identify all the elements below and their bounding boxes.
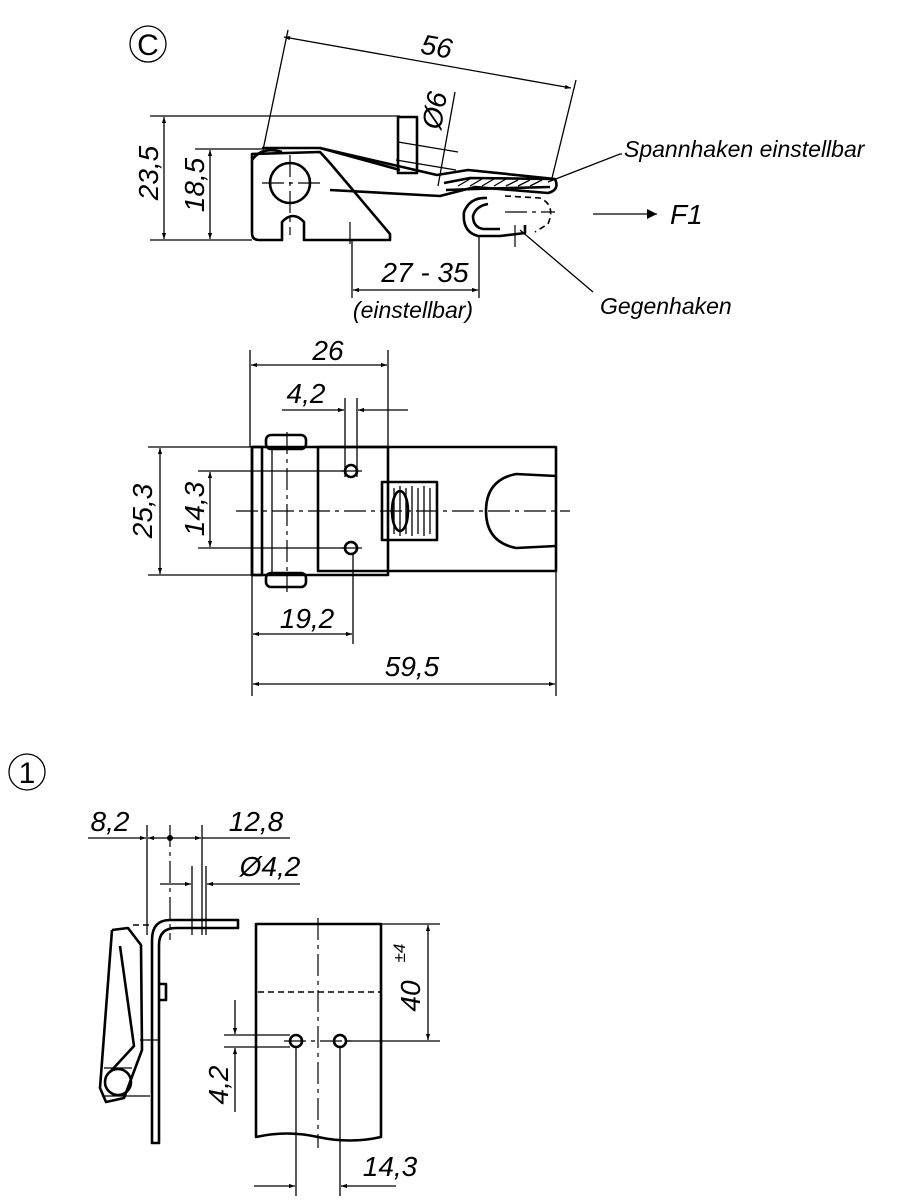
- view-1-marker: 1: [19, 757, 36, 790]
- dim-56-line: [283, 35, 572, 90]
- view-c-side: C 56 Ø6 23,5: [129, 25, 866, 323]
- top-hinge-ear-top: [264, 433, 308, 451]
- dim-d6-ext-b: [395, 159, 457, 171]
- dim-4-2-text: 4,2: [287, 378, 326, 409]
- view-1-counter-hook: 1 8,2 12,8 Ø4,2 40: [8, 753, 440, 1196]
- view1-hinge: [103, 1067, 133, 1097]
- dim-40-text: 40: [395, 980, 426, 1012]
- dim-23-5-text: 23,5: [133, 145, 164, 201]
- dim-25-3-text: 25,3: [127, 483, 158, 539]
- view1-lever-body: [109, 945, 136, 1073]
- hinge-head: [250, 148, 283, 161]
- label-gegenhaken: Gegenhaken: [600, 293, 732, 319]
- counter-hook-hidden: [504, 195, 552, 233]
- dim-14-3-text: 14,3: [179, 481, 210, 536]
- dim-56-ext-right: [551, 79, 577, 179]
- dim-d6-leader: [437, 91, 456, 187]
- lever-outline: [262, 146, 558, 198]
- lever-top: [319, 146, 401, 172]
- view1-hinge-lines: [104, 1067, 150, 1097]
- view1-lever-side: [98, 926, 144, 1104]
- dim-8-2-text: 8,2: [91, 806, 130, 837]
- label-spannhaken: Spannhaken einstellbar: [624, 136, 866, 162]
- top-lever-grip: [484, 472, 557, 550]
- dim-12-8-text: 12,8: [229, 806, 284, 837]
- leader-gegenhaken: [519, 229, 594, 293]
- dim-40-tolerance: ±4: [390, 944, 409, 963]
- counter-hook: [462, 196, 527, 238]
- view-c-marker: C: [137, 29, 159, 62]
- dim-18-5-text: 18,5: [179, 157, 210, 212]
- view-1-marker-circle: [8, 753, 46, 791]
- dim-27-35-text: 27 - 35: [380, 257, 469, 288]
- dim-d6-ext-a: [397, 141, 459, 153]
- dim-56-text: 56: [419, 29, 455, 65]
- leader-spannhaken: [547, 153, 622, 183]
- dim-8-2-dot: [167, 835, 173, 841]
- label-force-f1: F1: [670, 199, 703, 230]
- dim-4-2v-text: 4,2: [203, 1065, 234, 1104]
- dim-59-5-text: 59,5: [385, 651, 440, 682]
- dim-26-text: 26: [311, 335, 344, 366]
- view1-bracket: [150, 918, 240, 1145]
- dim-d6-text: Ø6: [416, 89, 453, 133]
- view-c-marker-circle: [129, 25, 167, 63]
- clamp-hook: [443, 176, 554, 192]
- view1-bracket-tab: [159, 982, 168, 1002]
- dim-56-ext-left: [262, 29, 289, 151]
- view-top: 26 4,2 25,3 14,3 19,2 59,5: [127, 335, 570, 696]
- note-adjustable: (einstellbar): [353, 297, 473, 323]
- dim-d4-2-text: Ø4,2: [239, 851, 301, 882]
- top-hinge-ear-bottom: [264, 571, 308, 589]
- top-lever: [316, 445, 558, 573]
- clamp-hook-hatch: [457, 178, 543, 187]
- dim-19-2-text: 19,2: [280, 603, 335, 634]
- latch-base-outline: [250, 150, 392, 242]
- dim-14-3b-text: 14,3: [363, 1151, 418, 1182]
- counter-hook-inner: [471, 202, 500, 231]
